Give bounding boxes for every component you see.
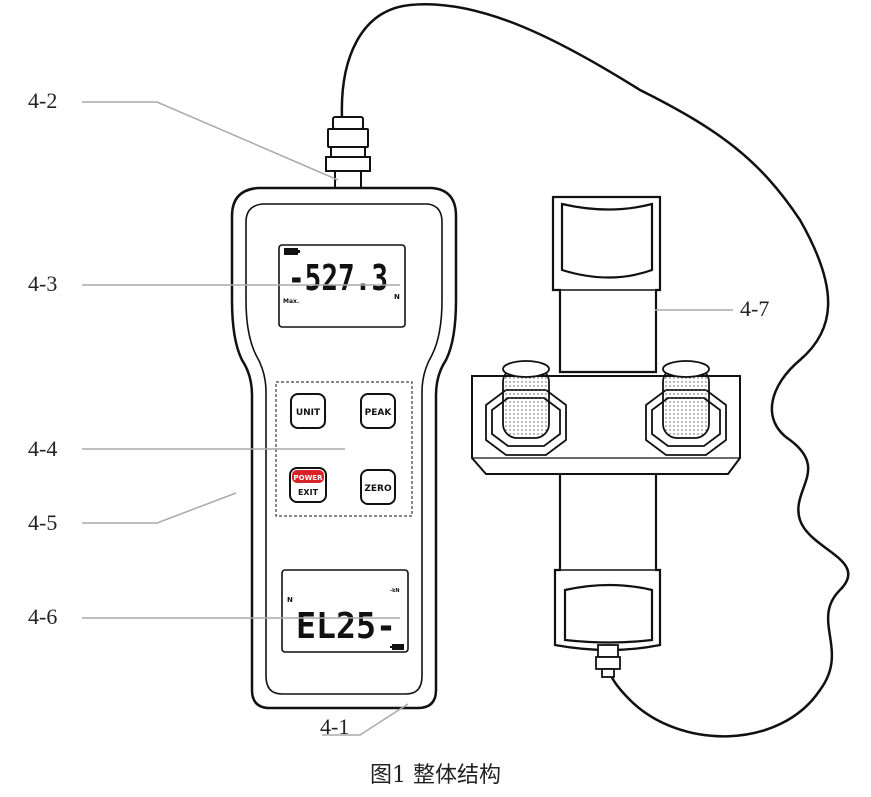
lower-lcd-unit: N: [287, 596, 293, 604]
lower-battery-icon: [392, 644, 404, 650]
label-4-5: 4-5: [28, 510, 58, 535]
label-4-2: 4-2: [28, 88, 58, 113]
upper-lcd-unit: N: [394, 293, 400, 301]
unit-button-label: UNIT: [296, 408, 321, 418]
leader-lines: [82, 101, 733, 736]
power-label: POWER: [294, 474, 324, 482]
leader-4-1: [322, 703, 409, 736]
tension-sensor: [551, 195, 662, 678]
zero-button[interactable]: ZERO: [360, 469, 396, 505]
leader-4-5: [82, 492, 237, 524]
exit-label: EXIT: [298, 488, 319, 497]
upper-lcd-reading: -527.3: [288, 258, 388, 299]
label-4-4: 4-4: [28, 436, 58, 461]
peak-button-label: PEAK: [365, 408, 393, 418]
label-4-3: 4-3: [28, 271, 58, 296]
label-4-7: 4-7: [740, 296, 770, 321]
lower-lcd: [281, 569, 409, 653]
lower-lcd-reading: EL25-: [296, 606, 396, 647]
unit-button[interactable]: UNIT: [290, 393, 326, 429]
leader-4-2: [82, 101, 339, 181]
cable-connector: [325, 116, 371, 190]
figure-caption: 图1 整体结构: [370, 763, 501, 788]
upper-lcd-mode: Max.: [283, 298, 299, 305]
power-exit-button[interactable]: POWER EXIT: [289, 467, 327, 503]
meter-inner-contour: [245, 203, 443, 695]
sensor-cable: [340, 3, 850, 738]
upper-lcd: [278, 244, 406, 328]
right-clamp-bolt: [645, 360, 727, 456]
lower-lcd-indicator: -kN: [390, 588, 400, 594]
left-clamp-bolt: [485, 360, 567, 456]
label-4-6: 4-6: [28, 604, 58, 629]
label-4-1: 4-1: [320, 714, 350, 739]
peak-button[interactable]: PEAK: [360, 393, 396, 429]
battery-icon: [284, 248, 298, 255]
zero-button-label: ZERO: [364, 484, 392, 494]
